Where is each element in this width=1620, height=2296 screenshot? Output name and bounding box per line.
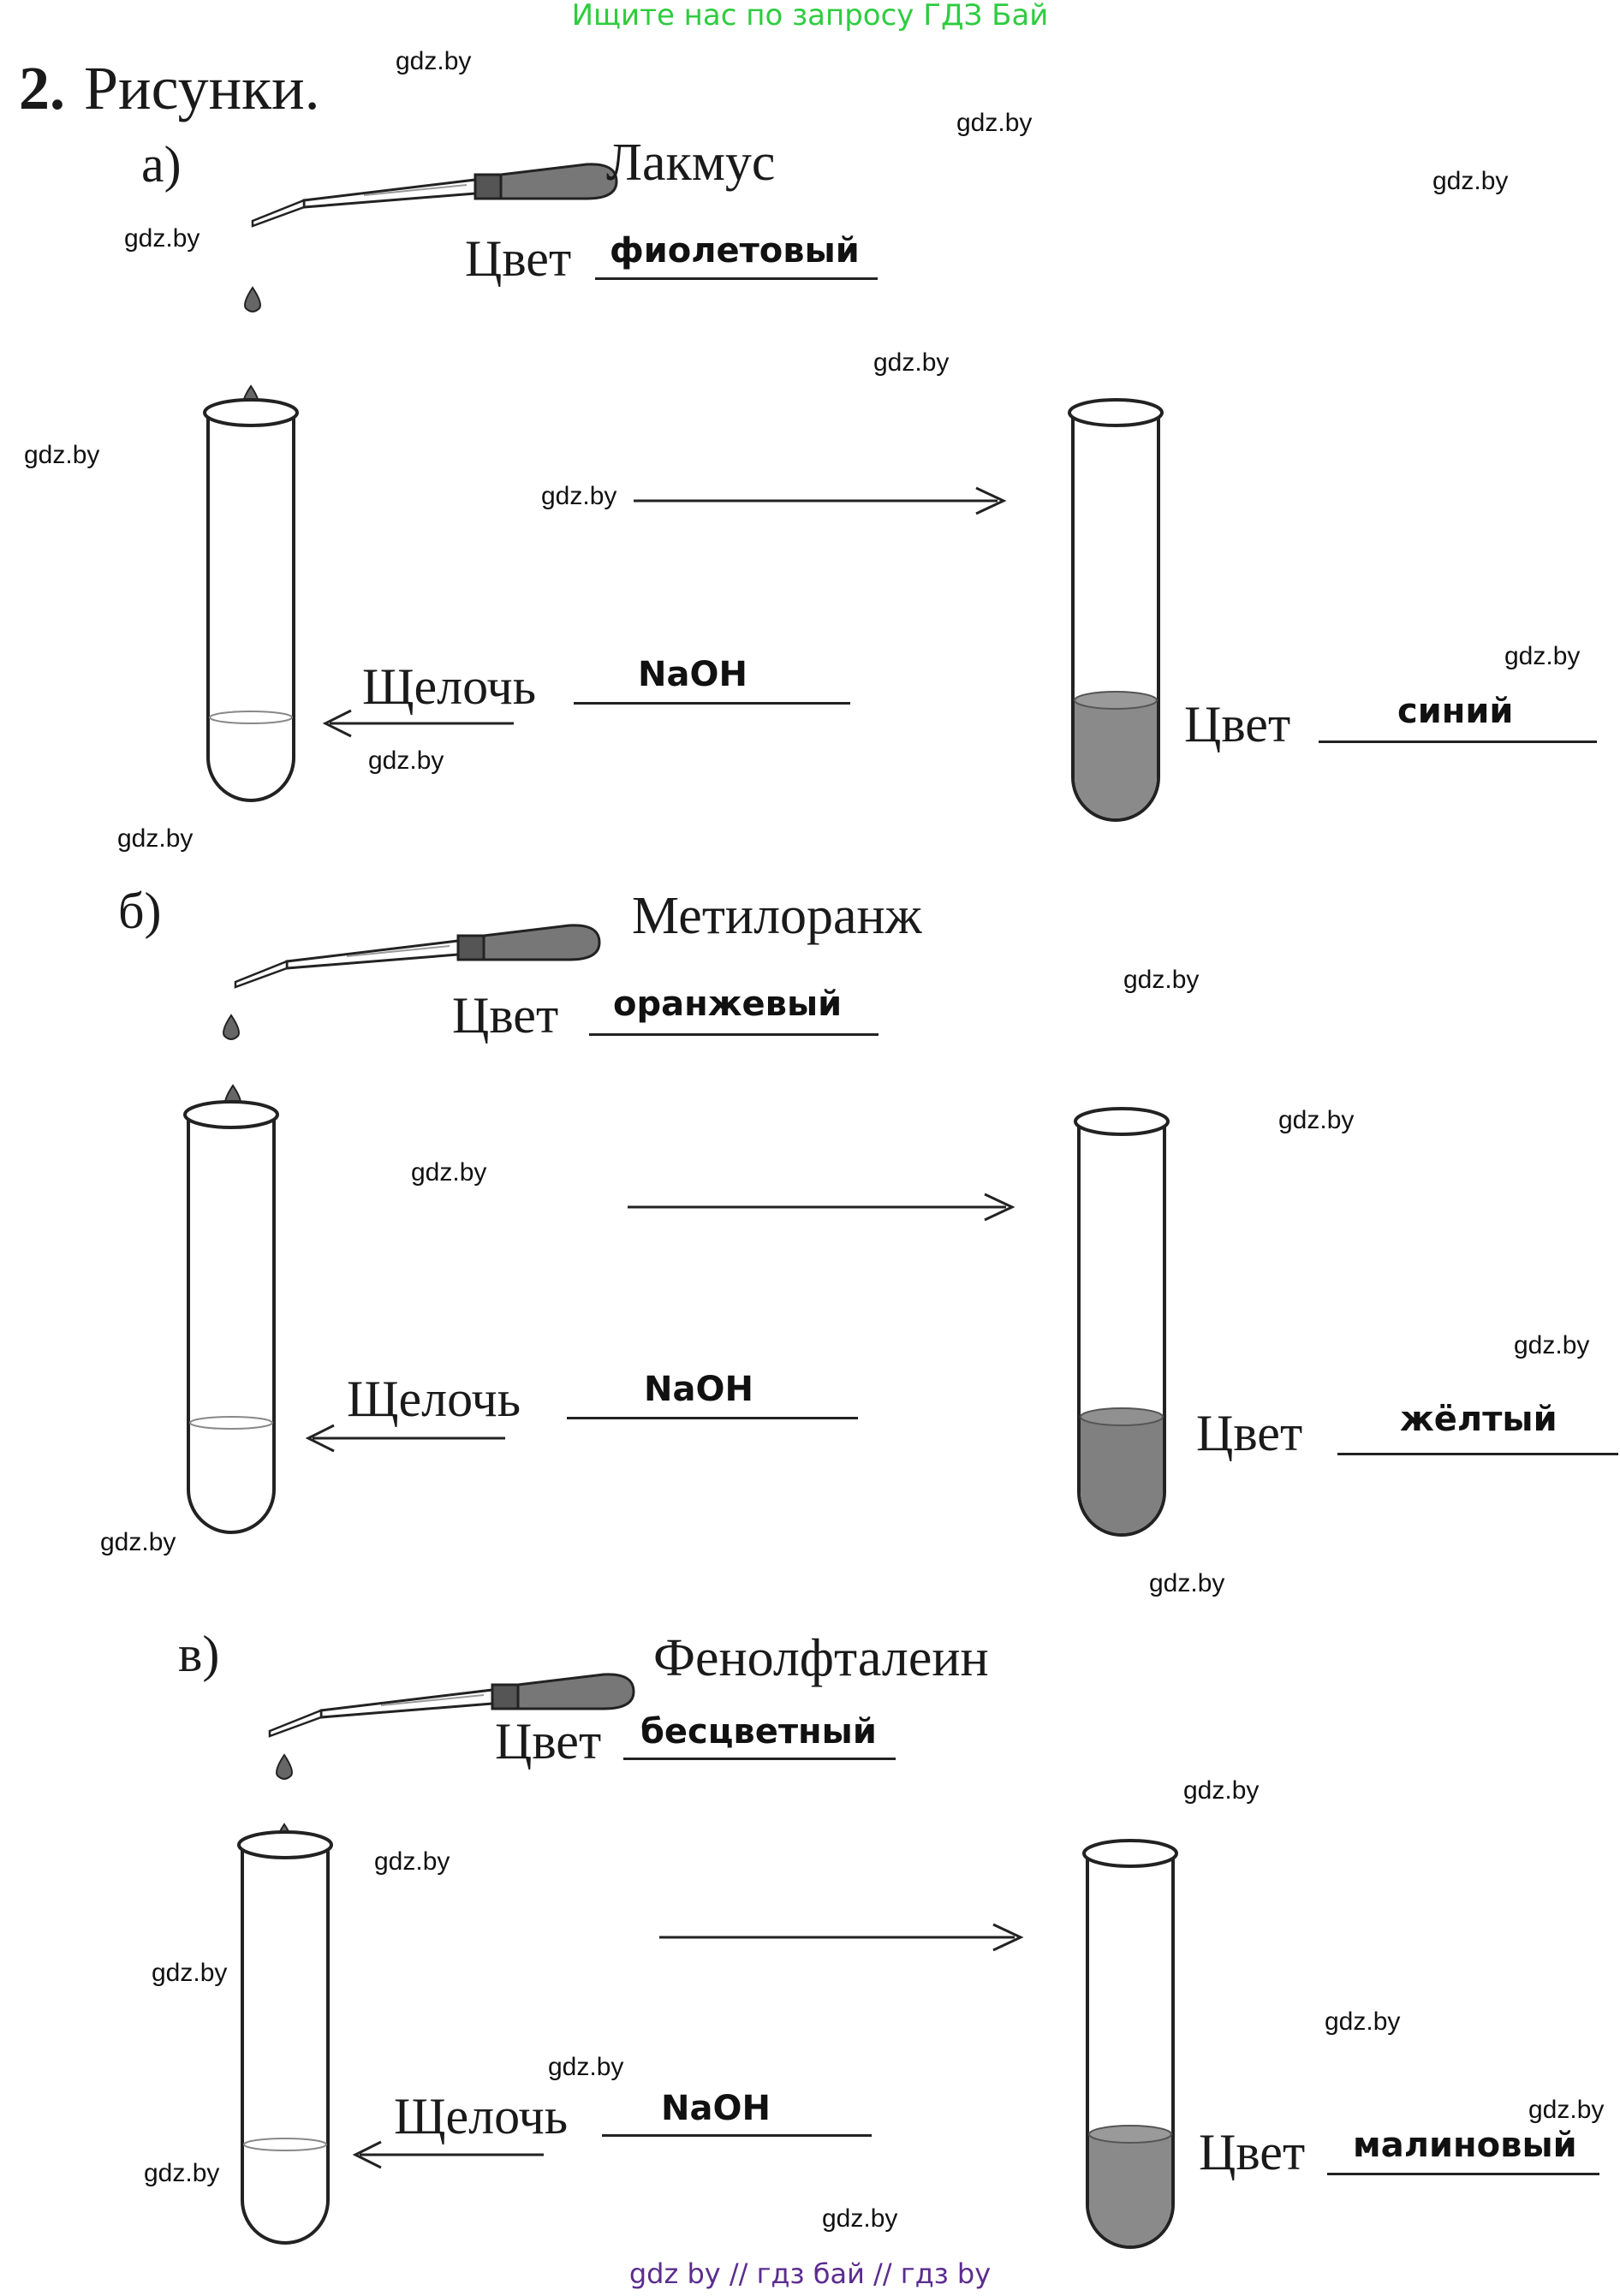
- watermark: gdz.by: [24, 441, 100, 469]
- watermark: gdz.by: [1514, 1331, 1590, 1359]
- section-a-letter: а): [141, 136, 182, 193]
- section-a-indicator: Лакмус: [606, 134, 776, 192]
- task-number: 2.: [19, 54, 65, 122]
- section-b-alkali-line: [567, 1417, 858, 1419]
- watermark: gdz.by: [1325, 2008, 1401, 2036]
- promo-text[interactable]: Ищите нас по запросу ГДЗ Бай: [571, 0, 1049, 33]
- section-c-indicator: Фенолфталеин: [653, 1629, 989, 1687]
- section-c-indicator-color: бесцветный: [640, 1712, 877, 1752]
- arrow-c-right-icon: [659, 1923, 1024, 1952]
- watermark: gdz.by: [1504, 642, 1581, 670]
- section-c-alkali-value: NaOH: [661, 2089, 771, 2128]
- section-b-color-label: Цвет: [452, 987, 559, 1044]
- footer-links[interactable]: gdz by // гдз бай // гдз by: [628, 2257, 992, 2290]
- section-b-alkali-label: Щелочь: [347, 1371, 521, 1427]
- watermark: gdz.by: [1183, 1776, 1260, 1805]
- section-a-indicator-color: фиолетовый: [610, 231, 860, 271]
- watermark: gdz.by: [956, 109, 1033, 137]
- section-c-result-line: [1327, 2173, 1599, 2175]
- watermark: gdz.by: [1123, 966, 1200, 994]
- section-a-alkali-value: NaOH: [638, 655, 747, 694]
- section-c-alkali-label: Щелочь: [394, 2088, 569, 2144]
- watermark: gdz.by: [548, 2053, 624, 2081]
- section-b-result-line: [1337, 1453, 1618, 1455]
- watermark: gdz.by: [873, 348, 950, 377]
- section-a-alkali-line: [574, 702, 850, 705]
- section-a-color-line: [595, 277, 878, 280]
- watermark: gdz.by: [1528, 2096, 1605, 2124]
- section-b-result-label: Цвет: [1196, 1405, 1303, 1461]
- section-c-color-label: Цвет: [495, 1713, 602, 1770]
- watermark: gdz.by: [124, 224, 200, 253]
- arrow-a-right-icon: [634, 486, 1007, 515]
- watermark: gdz.by: [396, 47, 472, 75]
- watermark: gdz.by: [117, 824, 194, 853]
- watermark: gdz.by: [822, 2204, 898, 2233]
- section-c-alkali-line: [602, 2134, 872, 2137]
- test-tube-c-left: [237, 1830, 333, 2245]
- test-tube-a-right: [1068, 398, 1164, 822]
- test-tube-a-left: [203, 398, 299, 802]
- watermark: gdz.by: [152, 1959, 228, 1987]
- section-b-alkali-value: NaOH: [644, 1370, 753, 1409]
- watermark: gdz.by: [374, 1847, 450, 1876]
- watermark: gdz.by: [144, 2159, 220, 2187]
- arrow-b-right-icon: [628, 1193, 1015, 1222]
- watermark: gdz.by: [1432, 167, 1509, 195]
- section-a-result-line: [1319, 741, 1597, 743]
- section-b-color-line: [589, 1033, 878, 1036]
- watermark: gdz.by: [100, 1528, 176, 1556]
- watermark: gdz.by: [541, 482, 617, 510]
- dropper-b-icon: [234, 924, 601, 989]
- section-a-result-color: синий: [1397, 692, 1514, 731]
- arrow-a-left-icon: [322, 709, 514, 738]
- dropper-a-icon: [251, 163, 618, 228]
- watermark: gdz.by: [1149, 1569, 1225, 1597]
- section-b-letter: б): [118, 883, 162, 939]
- section-a-result-label: Цвет: [1184, 696, 1291, 752]
- section-b-result-color: жёлтый: [1400, 1400, 1557, 1439]
- watermark: gdz.by: [368, 746, 444, 775]
- section-c-letter: в): [178, 1626, 220, 1682]
- watermark: gdz.by: [1278, 1106, 1355, 1134]
- test-tube-b-left: [183, 1100, 279, 1534]
- test-tube-b-right: [1074, 1107, 1170, 1537]
- arrow-c-left-icon: [352, 2140, 544, 2169]
- section-a-alkali-label: Щелочь: [362, 658, 537, 715]
- watermark: gdz.by: [411, 1158, 487, 1187]
- section-c-result-color: малиновый: [1353, 2126, 1577, 2165]
- section-a-color-label: Цвет: [465, 230, 572, 287]
- section-b-indicator-color: оранжевый: [613, 984, 843, 1024]
- section-c-color-line: [623, 1758, 896, 1760]
- section-b-indicator: Метилоранж: [632, 887, 922, 945]
- test-tube-c-right: [1082, 1839, 1178, 2249]
- task-title: Рисунки.: [84, 54, 320, 122]
- arrow-b-left-icon: [305, 1424, 505, 1453]
- section-c-result-label: Цвет: [1199, 2124, 1306, 2180]
